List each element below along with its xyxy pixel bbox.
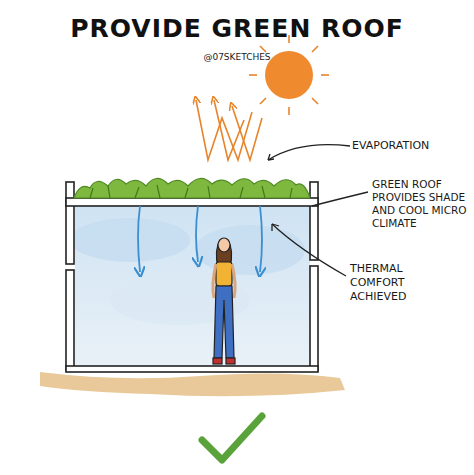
callout-label: EVAPORATION: [352, 139, 470, 153]
watermark: @07SKETCHES: [137, 52, 337, 63]
callout-label: THERMAL COMFORT ACHIEVED: [350, 262, 450, 303]
title: PROVIDE GREEN ROOF: [0, 14, 474, 43]
callout-label: GREEN ROOF PROVIDES SHADE AND COOL MICRO…: [372, 178, 468, 231]
